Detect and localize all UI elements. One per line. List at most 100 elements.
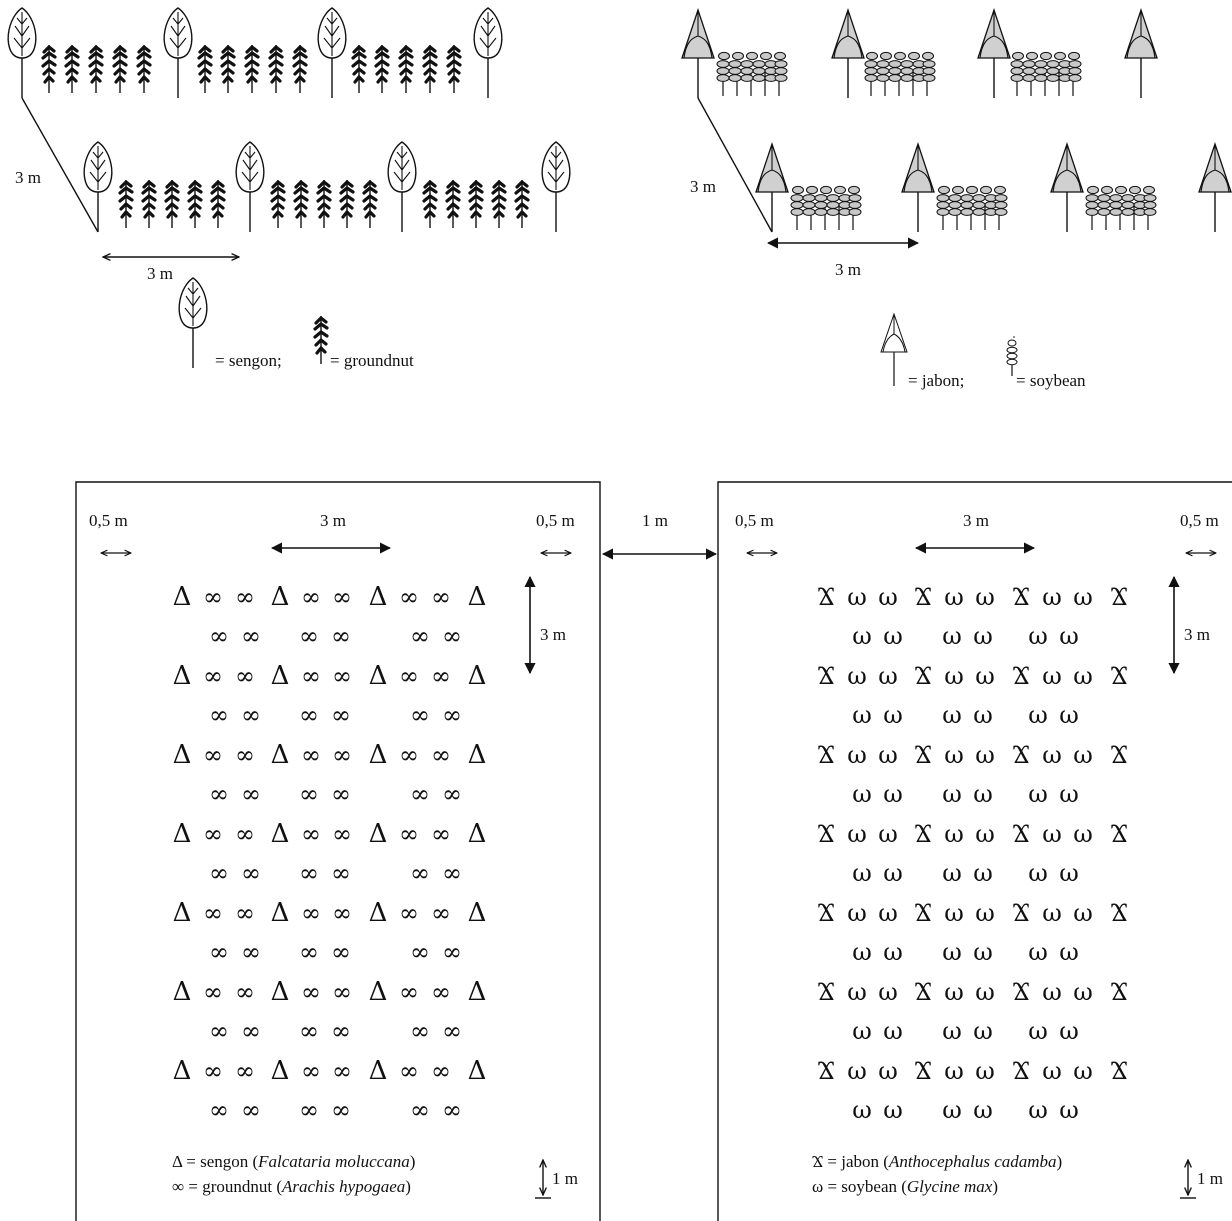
soybean-symbol: ω — [975, 820, 995, 848]
soybean-symbol: ω — [942, 780, 962, 808]
sengon-symbol: Δ — [173, 819, 192, 849]
soybean-symbol: ω — [1059, 701, 1079, 729]
soybean-symbol: ω — [847, 583, 867, 611]
soybean-symbol: ω — [883, 1017, 903, 1045]
soybean-symbol: ω — [852, 780, 872, 808]
sengon-symbol: Δ — [173, 898, 192, 928]
groundnut-symbol: ∞ — [331, 622, 351, 650]
jabon-symbol: Ϫ — [914, 1056, 931, 1086]
soybean-symbol: ω — [1028, 701, 1048, 729]
soybean-symbol: ω — [852, 1096, 872, 1124]
groundnut-symbol: ∞ — [331, 1096, 351, 1124]
sengon-groundnut-layout: 3 m 3 m = sengon; = groundnut — [7, 7, 571, 370]
soybean-front-row — [790, 185, 1157, 231]
groundnut-symbol: ∞ — [442, 622, 462, 650]
soybean-symbol: ω — [942, 859, 962, 887]
gap-label: 1 m — [642, 511, 668, 530]
jabon-symbol: Ϫ — [817, 977, 834, 1007]
soybean-symbol: ω — [878, 978, 898, 1006]
soybean-legend-text: = soybean — [1016, 371, 1086, 390]
row-spacing-label: 3 m — [540, 625, 566, 644]
depth-label: 3 m — [690, 177, 716, 196]
groundnut-symbol: ∞ — [209, 622, 229, 650]
soybean-symbol: ω — [883, 859, 903, 887]
soybean-symbol: ω — [1059, 1017, 1079, 1045]
soybean-legend: ω = soybean (Glycine max) — [812, 1177, 998, 1196]
jabon-symbol: Ϫ — [1110, 661, 1127, 691]
soybean-symbol: ω — [1028, 938, 1048, 966]
soybean-symbol: ω — [942, 1096, 962, 1124]
soybean-symbol: ω — [1059, 938, 1079, 966]
sengon-legend: Δ = sengon (Falcataria moluccana) — [172, 1152, 415, 1171]
jabon-symbol: Ϫ — [817, 582, 834, 612]
jabon-symbol: Ϫ — [1012, 740, 1029, 770]
groundnut-symbol: ∞ — [331, 1017, 351, 1045]
groundnut-symbol: ∞ — [299, 1096, 319, 1124]
soybean-symbol: ω — [1028, 859, 1048, 887]
soybean-symbol: ω — [1073, 899, 1093, 927]
soybean-symbol: ω — [847, 899, 867, 927]
jabon-symbol: Ϫ — [1110, 898, 1127, 928]
groundnut-symbol: ∞ — [399, 820, 419, 848]
soybean-symbol: ω — [1028, 1017, 1048, 1045]
sengon-symbol: Δ — [369, 661, 388, 691]
groundnut-symbol: ∞ — [431, 662, 451, 690]
soybean-symbol: ω — [1042, 583, 1062, 611]
groundnut-symbol: ∞ — [235, 583, 255, 611]
groundnut-symbol: ∞ — [442, 938, 462, 966]
groundnut-symbol: ∞ — [431, 583, 451, 611]
soybean-symbol: ω — [883, 622, 903, 650]
soybean-symbol: ω — [847, 820, 867, 848]
soybean-symbol: ω — [944, 978, 964, 1006]
row-spacing-label: 3 m — [1184, 625, 1210, 644]
sengon-symbol: Δ — [271, 661, 290, 691]
soybean-symbol: ω — [973, 1017, 993, 1045]
soybean-symbol: ω — [878, 583, 898, 611]
groundnut-symbol: ∞ — [299, 780, 319, 808]
soybean-symbol: ω — [942, 701, 962, 729]
sengon-symbol: Δ — [271, 582, 290, 612]
groundnut-symbol: ∞ — [431, 978, 451, 1006]
groundnut-symbol: ∞ — [410, 780, 430, 808]
groundnut-symbol: ∞ — [235, 741, 255, 769]
groundnut-symbol: ∞ — [235, 899, 255, 927]
groundnut-symbol: ∞ — [241, 1017, 261, 1045]
soybean-symbol: ω — [1073, 662, 1093, 690]
groundnut-symbol: ∞ — [203, 820, 223, 848]
margin-right-label: 0,5 m — [536, 511, 575, 530]
groundnut-symbol: ∞ — [410, 938, 430, 966]
jabon-legend: Ϫ = jabon (Anthocephalus cadamba) — [812, 1152, 1062, 1171]
groundnut-symbol: ∞ — [299, 701, 319, 729]
soybean-back-row — [716, 51, 1082, 97]
soybean-symbol: ω — [944, 583, 964, 611]
soybean-symbol: ω — [942, 1017, 962, 1045]
jabon-symbol: Ϫ — [817, 661, 834, 691]
soybean-symbol: ω — [1028, 780, 1048, 808]
soybean-symbol: ω — [944, 820, 964, 848]
sengon-symbol: Δ — [468, 740, 487, 770]
soybean-symbol: ω — [878, 820, 898, 848]
groundnut-symbol: ∞ — [332, 978, 352, 1006]
soybean-symbol: ω — [973, 859, 993, 887]
sengon-symbol: Δ — [369, 819, 388, 849]
groundnut-symbol: ∞ — [410, 1096, 430, 1124]
groundnut-symbol: ∞ — [399, 1057, 419, 1085]
groundnut-symbol: ∞ — [299, 1017, 319, 1045]
sengon-symbol: Δ — [173, 740, 192, 770]
groundnut-symbol: ∞ — [442, 780, 462, 808]
sengon-symbol: Δ — [468, 977, 487, 1007]
sengon-symbol: Δ — [271, 740, 290, 770]
sengon-symbol: Δ — [369, 740, 388, 770]
soybean-symbol: ω — [852, 622, 872, 650]
jabon-symbol: Ϫ — [1012, 819, 1029, 849]
groundnut-symbol: ∞ — [442, 701, 462, 729]
soybean-symbol: ω — [1028, 622, 1048, 650]
groundnut-symbol: ∞ — [431, 820, 451, 848]
groundnut-symbol: ∞ — [299, 622, 319, 650]
groundnut-symbol: ∞ — [209, 1096, 229, 1124]
sengon-symbol: Δ — [369, 582, 388, 612]
soybean-symbol: ω — [973, 938, 993, 966]
soybean-symbol: ω — [975, 583, 995, 611]
jabon-symbol: Ϫ — [1012, 582, 1029, 612]
